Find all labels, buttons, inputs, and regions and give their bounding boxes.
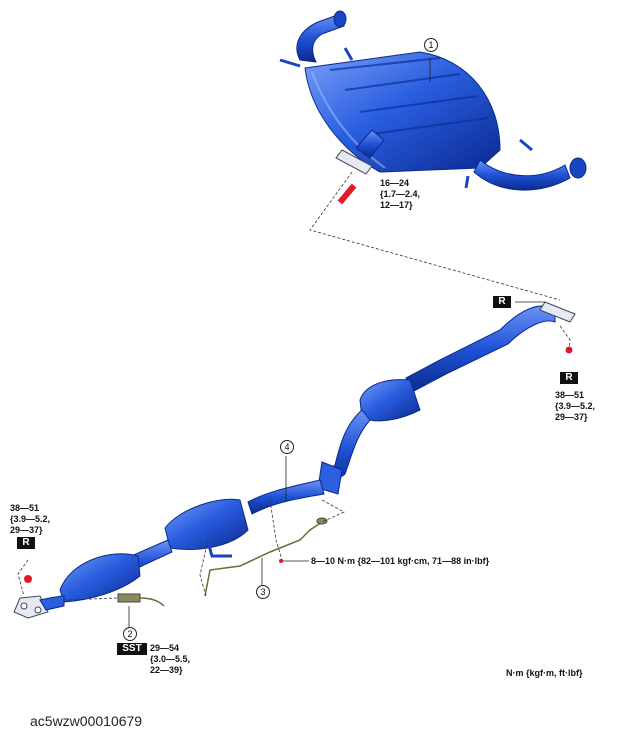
callout-4: 4 [280, 440, 294, 454]
replace-badge-left: R [17, 537, 35, 549]
torque-right-line3: 29—37} [555, 412, 588, 422]
torque-rear-line2: {1.7—2.4, [380, 189, 421, 199]
replace-badge-upper: R [493, 296, 511, 308]
callout-1: 1 [424, 38, 438, 52]
torque-left-line1: 38—51 [10, 503, 40, 513]
front-pipe-assembly [13, 301, 576, 619]
callout-3: 3 [256, 585, 270, 599]
sensor-harness [204, 521, 323, 597]
units-note: N·m {kgf·m, ft·lbf} [506, 668, 583, 678]
rear-muffler [279, 10, 587, 191]
torque-sensor-line3: 22—39} [150, 665, 183, 675]
torque-bracket: 8—10 N·m {82—101 kgf·cm, 71—88 in·lbf} [311, 556, 490, 566]
torque-rear-line3: 12—17} [380, 200, 413, 210]
gasket-rear [337, 183, 357, 205]
torque-left-line3: 29—37} [10, 525, 43, 535]
replace-badge-right: R [560, 372, 578, 384]
nut-front-flange [24, 575, 32, 583]
torque-sensor-line2: {3.0—5.5, [150, 654, 191, 664]
torque-rear-line1: 16—24 [380, 178, 410, 188]
callout-2: 2 [123, 627, 137, 641]
torque-sensor-line1: 29—54 [150, 643, 180, 653]
torque-left-line2: {3.9—5.2, [10, 514, 51, 524]
document-code: ac5wzw00010679 [30, 713, 143, 729]
sst-badge: SST [117, 643, 147, 655]
torque-right-line2: {3.9—5.2, [555, 401, 596, 411]
torque-right-line1: 38—51 [555, 390, 585, 400]
oxygen-sensor [117, 593, 165, 607]
